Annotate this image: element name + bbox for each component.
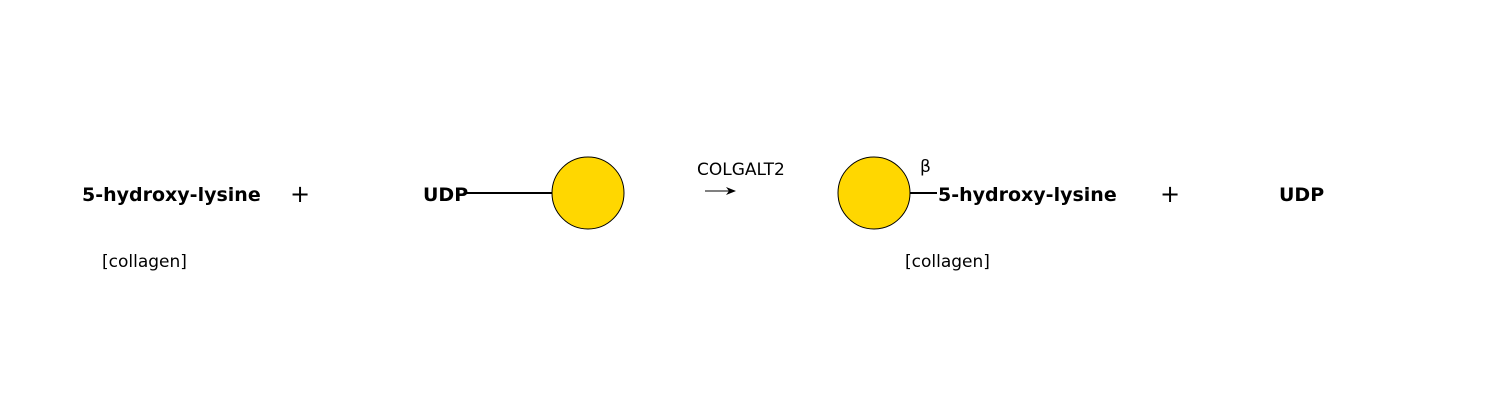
enzyme-label: COLGALT2 [697,160,785,180]
plus-operator-1: + [290,180,310,208]
product-udp-label: UDP [1279,184,1324,206]
substrate-udp-label: UDP [423,184,468,206]
substrate-hydroxylysine: 5-hydroxy-lysine [collagen] [82,184,261,272]
product-galactose-circle-icon [837,156,911,230]
substrate-hydroxylysine-label: 5-hydroxy-lysine [82,184,261,206]
product-hydroxylysine-label: 5-hydroxy-lysine [938,184,1117,206]
reaction-arrow-group: COLGALT2 [697,160,785,195]
beta-linkage-label: β [920,157,931,177]
product-collagen-context-label: [collagen] [905,252,990,272]
substrate-collagen-context-label: [collagen] [102,252,187,272]
product-galactosyl-hydroxylysine: β 5-hydroxy-lysine [collagen] [837,156,1117,272]
plus-operator-2: + [1160,180,1180,208]
galactose-circle-icon [551,156,625,230]
substrate-udp-galactose: UDP [423,156,625,230]
